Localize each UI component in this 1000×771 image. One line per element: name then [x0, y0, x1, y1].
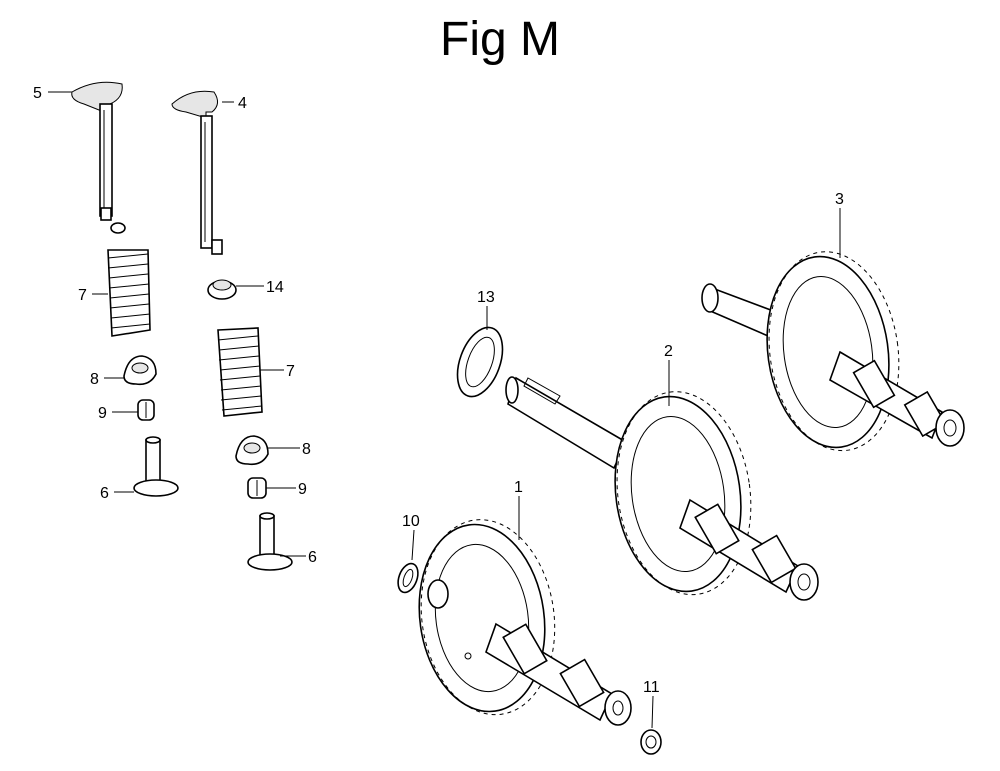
spring-retainer-part-2 [235, 435, 269, 466]
valve-cotter-part-2 [247, 477, 267, 499]
callout-10: 10 [402, 513, 420, 530]
valve-spring-part-2 [217, 327, 263, 417]
callout-11: 11 [643, 679, 660, 696]
valve-tappet-part-2 [247, 512, 293, 571]
callout-8-b: 8 [302, 441, 311, 458]
valve-spring-part [107, 249, 151, 337]
callout-13: 13 [477, 289, 495, 306]
callout-9: 9 [98, 405, 107, 422]
callout-9-b: 9 [298, 481, 307, 498]
camshaft-gear-part-3 [418, 519, 632, 726]
callout-6: 6 [100, 485, 109, 502]
valve-stem-seal-part [207, 279, 237, 300]
figure-title: Fig M [440, 13, 560, 66]
callout-labels: 5 4 7 14 8 9 6 7 8 9 6 13 2 3 1 10 11 [33, 85, 844, 696]
callout-2: 2 [664, 343, 673, 360]
valve-intake-part [171, 90, 223, 255]
callout-4: 4 [238, 95, 247, 112]
camshaft-gear-part [701, 251, 965, 452]
valve-tappet-part [133, 436, 179, 497]
callout-6-b: 6 [308, 549, 317, 566]
spring-retainer-part [123, 355, 157, 386]
leader-lines [48, 91, 841, 729]
thrust-washer-part [456, 326, 504, 398]
o-ring-part [397, 562, 419, 594]
callout-7-b: 7 [286, 363, 295, 380]
seal-ring-part [640, 729, 662, 755]
callout-3: 3 [835, 191, 844, 208]
valve-exhaust-part [71, 81, 126, 234]
camshaft-gear-part-2 [505, 376, 819, 601]
callout-7: 7 [78, 287, 87, 304]
callout-5: 5 [33, 85, 42, 102]
valve-cotter-part [137, 399, 155, 421]
callout-8: 8 [90, 371, 99, 388]
callout-14: 14 [266, 279, 284, 296]
callout-1: 1 [514, 479, 523, 496]
